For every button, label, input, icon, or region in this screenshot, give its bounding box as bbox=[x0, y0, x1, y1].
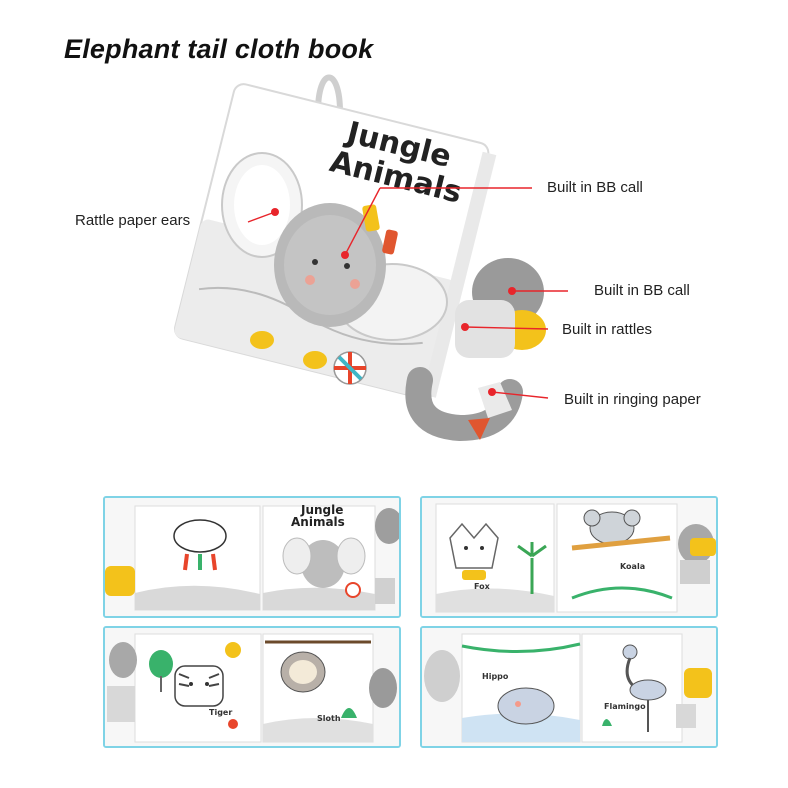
panel-fox-koala-spread: Fox Koala bbox=[420, 496, 718, 618]
panel-hippo-flamingo-spread: Hippo Flamingo bbox=[420, 626, 718, 748]
panel-jungle-animals-spread: Jungle Animals bbox=[103, 496, 401, 618]
panel-3-label-tiger: Tiger bbox=[209, 708, 233, 717]
hippo-icon bbox=[497, 687, 555, 725]
callout-bb-call-top: Built in BB call bbox=[547, 179, 643, 196]
panel-1-illustration bbox=[105, 498, 399, 616]
cloud-icon bbox=[173, 519, 227, 553]
callout-bb-call-tail: Built in BB call bbox=[594, 282, 690, 299]
page-title: Elephant tail cloth book bbox=[64, 34, 374, 64]
flamingo-icon bbox=[622, 644, 638, 660]
panel-4-label-hippo: Hippo bbox=[482, 672, 509, 681]
panel-2-label-fox: Fox bbox=[474, 582, 490, 591]
panel-1-title-line1: Jungle bbox=[301, 503, 344, 517]
panel-1-title-line2: Animals bbox=[291, 515, 345, 529]
callout-rattle-paper-ears: Rattle paper ears bbox=[75, 212, 191, 229]
hanging-loop bbox=[315, 74, 343, 113]
panel-2-label-koala: Koala bbox=[620, 562, 646, 571]
callout-ringing-paper: Built in ringing paper bbox=[564, 391, 701, 408]
callout-rattles: Built in rattles bbox=[562, 321, 653, 338]
panel-2-illustration bbox=[422, 498, 716, 616]
panel-4-illustration bbox=[422, 628, 716, 746]
sun-icon bbox=[225, 642, 241, 658]
panel-3-label-sloth: Sloth bbox=[317, 714, 341, 723]
panel-3-illustration bbox=[105, 628, 399, 746]
hero-book-illustration: Jungle Animals bbox=[174, 74, 568, 442]
tiger-icon bbox=[174, 665, 224, 707]
panel-tiger-sloth-spread: Tiger Sloth bbox=[103, 626, 401, 748]
fox-icon bbox=[449, 522, 499, 569]
panel-4-label-flamingo: Flamingo bbox=[604, 702, 646, 711]
